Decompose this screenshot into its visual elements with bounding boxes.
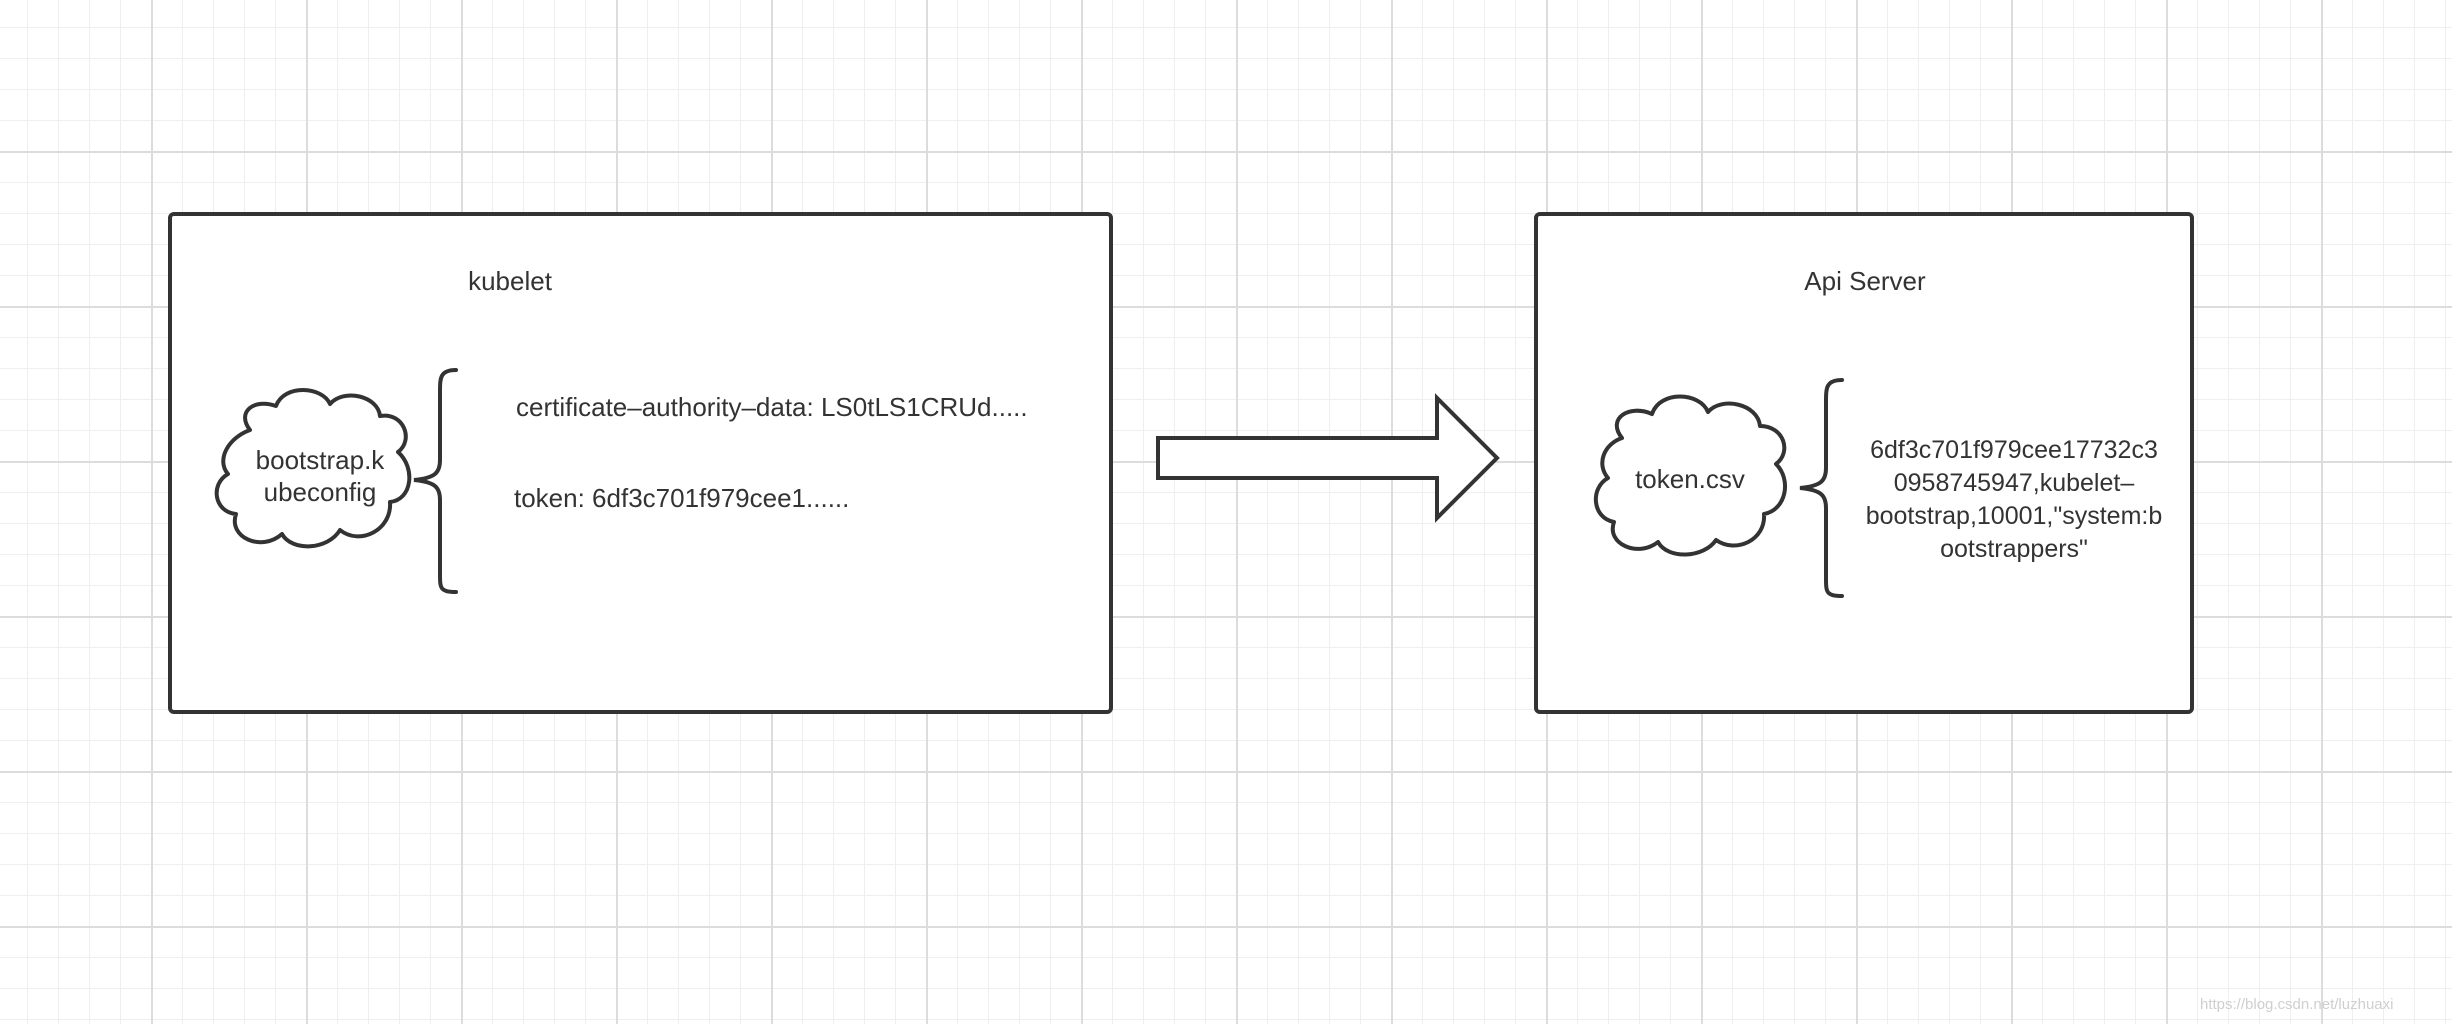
certificate-authority-data-field: certificate–authority–data: LS0tLS1CRUd.… <box>516 392 1028 422</box>
csv-entry-line: 6df3c701f979cee17732c3 <box>1870 436 2158 464</box>
kubeconfig-cloud-label: bootstrap.k ubeconfig <box>230 444 410 508</box>
csv-entry-line: 0958745947,kubelet– <box>1893 469 2135 497</box>
flow-arrow[interactable] <box>1156 393 1500 523</box>
token-field: token: 6df3c701f979cee1...... <box>514 483 850 513</box>
kubeconfig-cloud-shape[interactable] <box>214 388 412 549</box>
token-csv-cloud-shape[interactable] <box>1593 394 1787 557</box>
token-csv-entry: 6df3c701f979cee17732c3 0958745947,kubele… <box>1844 434 2184 566</box>
api-fields-brace <box>1799 378 1844 598</box>
kubelet-fields-brace <box>413 368 458 594</box>
kubelet-title: kubelet <box>468 266 552 296</box>
csv-entry-line: bootstrap,10001,"system:b <box>1865 502 2163 530</box>
api-server-title: Api Server <box>1804 266 1926 296</box>
csv-entry-line: ootstrappers" <box>1940 535 2088 563</box>
token-csv-cloud-label: token.csv <box>1635 464 1745 494</box>
watermark-url: https://blog.csdn.net/luzhuaxi <box>2200 996 2394 1013</box>
kubeconfig-label-line: bootstrap.k <box>255 445 385 475</box>
kubeconfig-label-line: ubeconfig <box>263 477 377 507</box>
